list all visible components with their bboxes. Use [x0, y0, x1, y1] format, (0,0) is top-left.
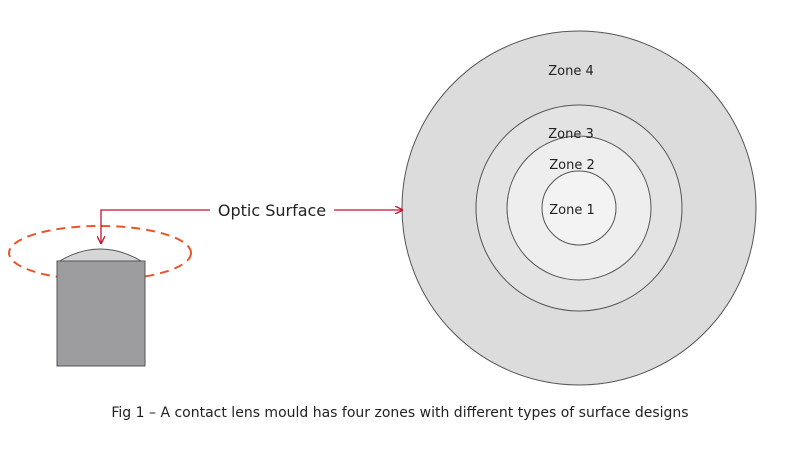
- callout-arrow-to-mould: [101, 209, 210, 243]
- lens-cap: [56, 248, 145, 263]
- zone-1-label: Zone 1: [549, 203, 595, 218]
- lens-zones-diagram: Zone 4 Zone 3 Zone 2 Zone 1: [401, 30, 757, 386]
- mould-body: [56, 260, 146, 367]
- zone-1-circle: [541, 170, 617, 246]
- lens-mould: [8, 225, 192, 367]
- zone-2-label: Zone 2: [549, 158, 595, 173]
- zone-4-label: Zone 4: [548, 64, 594, 79]
- optic-surface-callout: Optic Surface: [101, 201, 402, 243]
- dashed-ring-back: [8, 225, 192, 281]
- figure-caption: Fig 1 – A contact lens mould has four zo…: [111, 405, 689, 421]
- zone-3-label: Zone 3: [548, 127, 594, 142]
- optic-surface-label: Optic Surface: [218, 201, 326, 220]
